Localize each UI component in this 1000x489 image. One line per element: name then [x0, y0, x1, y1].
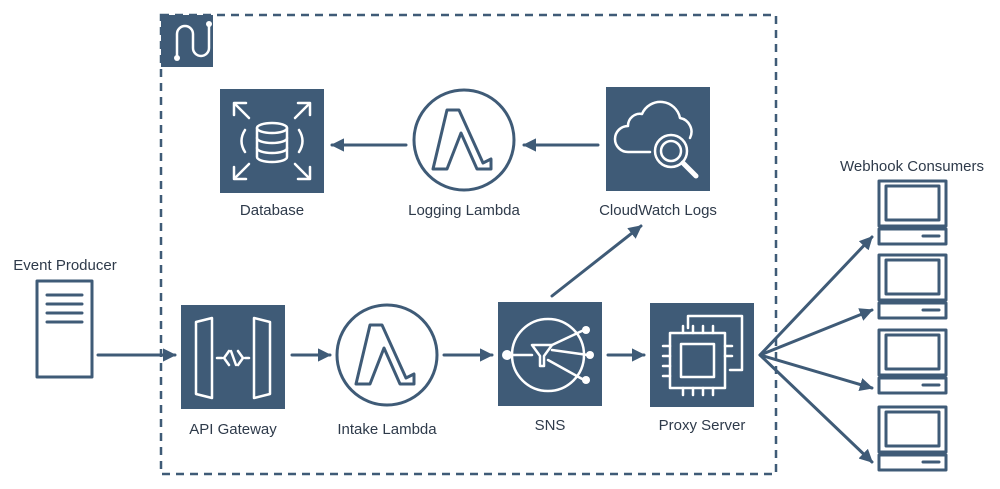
api-gateway-label: API Gateway	[189, 421, 277, 438]
monitor-icon	[877, 328, 948, 395]
cloudwatch-logs-label: CloudWatch Logs	[599, 202, 717, 219]
arrow-proxy-to-consumer-4	[758, 353, 874, 464]
event-producer-label: Event Producer	[13, 257, 116, 274]
api-gateway-node: API Gateway	[181, 305, 285, 438]
monitor-icon	[877, 179, 948, 246]
webhook-consumers-label: Webhook Consumers	[840, 158, 984, 175]
arrow-proxy-to-consumer-2	[758, 308, 874, 357]
cloudwatch-logs-node: CloudWatch Logs	[599, 87, 717, 219]
chip-icon	[661, 314, 744, 397]
event-producer-node: Event Producer	[13, 257, 117, 379]
arrow-sns-to-cloudwatch	[550, 224, 643, 298]
proxy-server-node: Proxy Server	[650, 303, 754, 434]
lambda-icon	[412, 88, 516, 192]
arrow-proxy-to-consumer-1	[758, 235, 874, 357]
logging-lambda-node: Logging Lambda	[408, 88, 521, 219]
proxy-server-label: Proxy Server	[659, 417, 746, 434]
intake-lambda-label: Intake Lambda	[337, 421, 437, 438]
system-boundary	[159, 13, 778, 476]
sns-label: SNS	[535, 417, 566, 434]
database-label: Database	[240, 202, 304, 219]
intake-lambda-node: Intake Lambda	[335, 303, 439, 438]
api-gateway-icon	[194, 316, 272, 400]
monitor-icon	[877, 405, 948, 472]
arrows	[96, 138, 874, 464]
sns-icon	[502, 317, 594, 393]
monitor-icon	[877, 253, 948, 320]
cloud-search-icon	[613, 100, 699, 179]
database-node: Database	[220, 89, 324, 219]
webhook-consumers-node: Webhook Consumers	[840, 158, 984, 472]
logging-lambda-label: Logging Lambda	[408, 202, 520, 219]
lambda-icon	[335, 303, 439, 407]
database-icon	[232, 101, 312, 181]
server-document-icon	[35, 279, 94, 379]
sns-node: SNS	[498, 302, 602, 434]
account-boundary-icon	[161, 15, 213, 67]
arrow-proxy-to-consumer-3	[758, 353, 874, 392]
